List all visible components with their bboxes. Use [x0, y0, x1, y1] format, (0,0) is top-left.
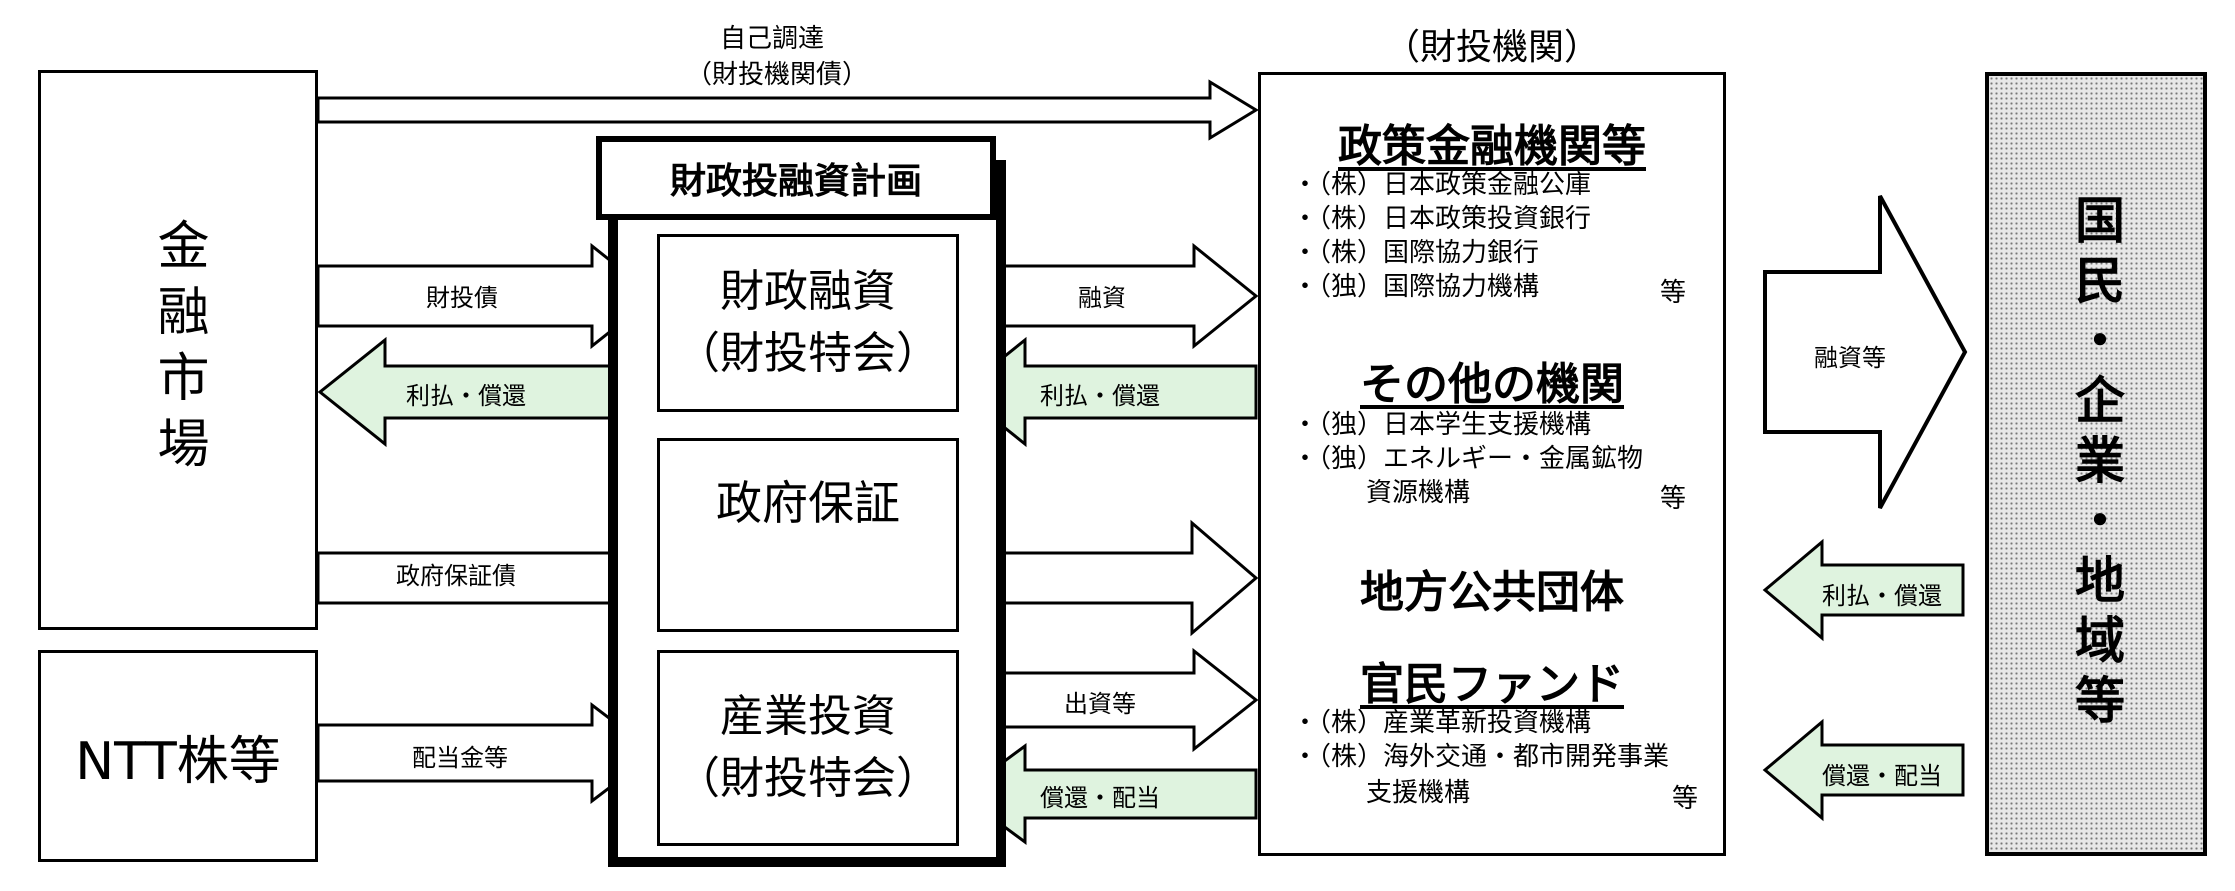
arrow-self-raise: [316, 79, 1259, 141]
arrow-interest-repay-people: [1762, 538, 1965, 642]
arrow-loans-etc: [1763, 195, 1968, 509]
heading-local-governments: 地方公共団体: [1360, 567, 1624, 618]
industrial-investment-box: 産業投資 （財投特会）: [657, 650, 959, 846]
fiscal-loan-box: 財政融資 （財投特会）: [657, 234, 959, 412]
label-loans-etc: 融資等: [1814, 344, 1886, 372]
list-item: ・（独）国際協力機構: [1292, 272, 1540, 302]
govt-guarantee-box: [657, 438, 959, 632]
ntt-label: NTT株等: [75, 731, 281, 792]
govt-guarantee-label: 政府保証: [657, 460, 959, 540]
fiscal-loan-line1: 財政融資: [720, 266, 896, 317]
financial-market-box: 金融市場: [38, 70, 318, 630]
financial-market-label: 金融市場: [148, 218, 208, 482]
label-self-raise: 自己調達: [720, 24, 825, 54]
etc-label: 等: [1660, 278, 1687, 308]
list-item: 資源機構: [1366, 478, 1471, 508]
zaito-agency-box: [1258, 72, 1726, 856]
label-dividends: 配当金等: [412, 744, 508, 772]
govt-guarantee-text: 政府保証: [716, 476, 900, 530]
heading-public-private-funds: 官民ファンド: [1360, 659, 1624, 710]
people-companies-regions-box: 国民・企業・地域等: [1985, 72, 2207, 856]
industrial-investment-line2: （財投特会）: [676, 753, 940, 804]
label-zaito-bonds: 財投債: [426, 284, 498, 312]
heading-other-agencies: その他の機関: [1360, 359, 1624, 410]
label-investment: 出資等: [1064, 690, 1136, 718]
label-interest-repay-people: 利払・償還: [1822, 582, 1942, 610]
fiscal-loan-line2: （財投特会）: [676, 328, 940, 379]
industrial-investment-line1: 産業投資: [720, 691, 896, 742]
label-interest-repay-agency: 利払・償還: [1040, 382, 1160, 410]
label-repay-dividend: 償還・配当: [1040, 784, 1160, 812]
etc-label: 等: [1672, 784, 1699, 814]
label-govt-guaranteed-bonds: 政府保証債: [396, 562, 516, 590]
label-repay-dividend-people: 償還・配当: [1822, 762, 1942, 790]
heading-policy-finance: 政策金融機関等: [1338, 121, 1646, 172]
people-label: 国民・企業・地域等: [2067, 194, 2125, 734]
agency-caption: （財投機関）: [1383, 27, 1600, 68]
plan-title: 財政投融資計画: [596, 136, 996, 220]
list-item: ・（株）日本政策金融公庫: [1292, 170, 1592, 200]
list-item: 支援機構: [1366, 778, 1471, 808]
arrow-repay-dividend-people: [1762, 718, 1965, 822]
list-item: ・（独）日本学生支援機構: [1292, 410, 1592, 440]
list-item: ・（独）エネルギー・金属鉱物: [1292, 444, 1644, 474]
label-interest-repay-market: 利払・償還: [406, 382, 526, 410]
etc-label: 等: [1660, 484, 1687, 514]
list-item: ・（株）国際協力銀行: [1292, 238, 1540, 268]
plan-title-text: 財政投融資計画: [669, 161, 922, 202]
label-agency-bonds: （財投機関債）: [686, 60, 869, 90]
label-loan: 融資: [1078, 284, 1126, 312]
list-item: ・（株）産業革新投資機構: [1292, 708, 1592, 738]
ntt-box: NTT株等: [38, 650, 318, 862]
list-item: ・（株）日本政策投資銀行: [1292, 204, 1592, 234]
list-item: ・（株）海外交通・都市開発事業: [1292, 742, 1670, 772]
